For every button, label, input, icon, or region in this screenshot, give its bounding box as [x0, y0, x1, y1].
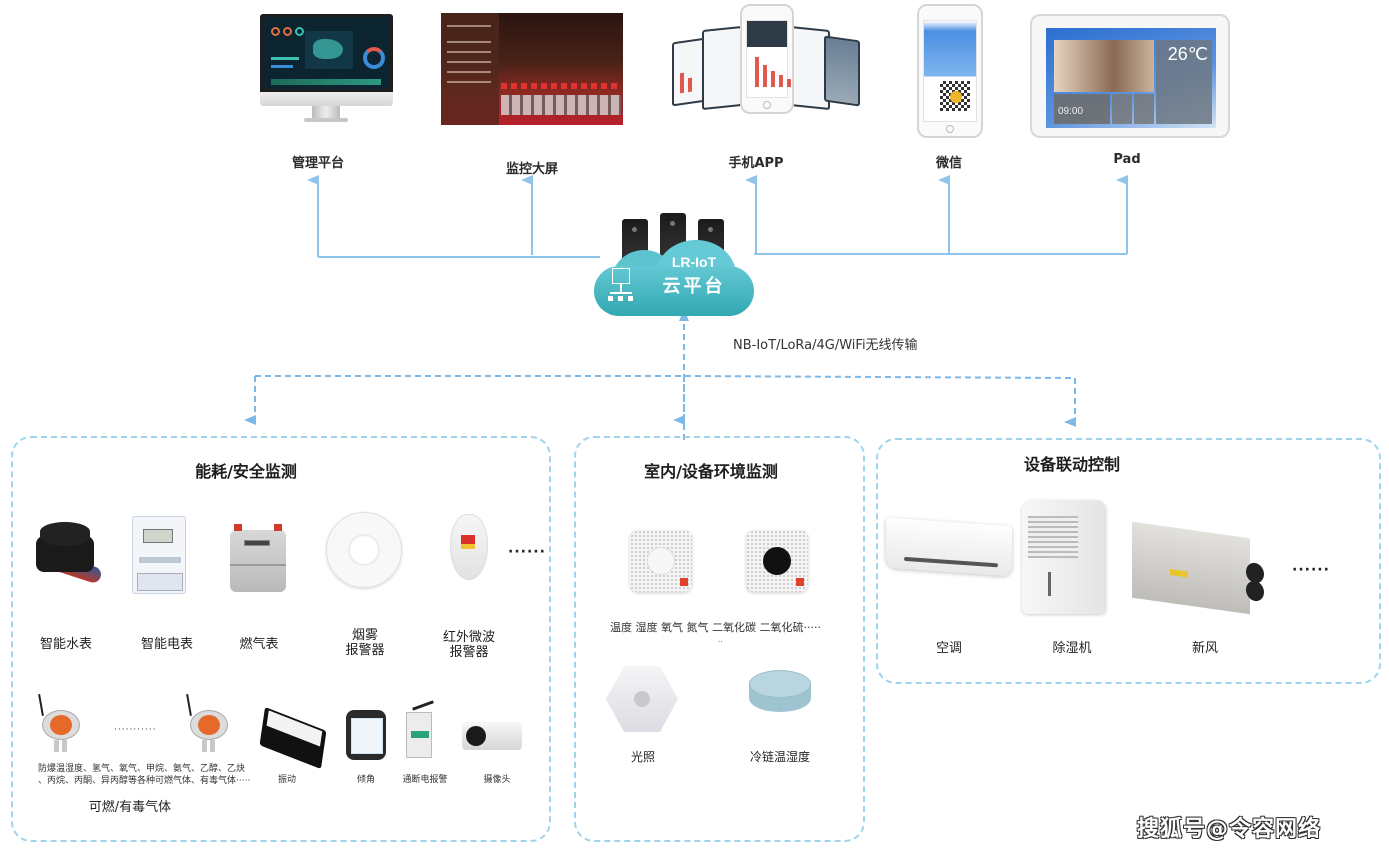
gas-types-note: 防爆温湿度、氢气、氧气、甲烷、氨气、乙醇、乙炔 、丙烷、丙酮、异丙醇等各种可燃气… [38, 763, 250, 787]
weather-panel: 26℃ [1156, 40, 1212, 124]
device-label-water-meter: 智能水表 [39, 637, 93, 652]
solid-connectors-left [307, 175, 600, 258]
infrared-alarm-line1: 红外微波 [442, 630, 496, 645]
section-environment [574, 436, 865, 842]
solid-connectors-right [745, 175, 1128, 255]
cloud-title: LR-IoT [671, 254, 717, 270]
environment-parameters: 温度 湿度 氧气 氮气 二氧化碳 二氧化硫····· [610, 621, 821, 634]
more-devices-ellipsis: ······ [508, 544, 546, 560]
client-label-bigscreen: 监控大屏 [505, 162, 559, 177]
pad-temperature: 26℃ [1167, 44, 1208, 64]
client-label-management: 管理平台 [291, 156, 345, 171]
section-title-control: 设备联动控制 [1023, 455, 1121, 474]
device-label-electric-meter: 智能电表 [140, 637, 194, 652]
infrared-alarm-line2: 报警器 [449, 645, 489, 660]
device-label-air-conditioner: 空调 [935, 641, 963, 656]
device-label-cold-chain: 冷链温湿度 [749, 750, 811, 764]
section-device-control [876, 438, 1381, 684]
qr-code-icon [938, 79, 972, 113]
gas-types-line1: 防爆温湿度、氢气、氧气、甲烷、氨气、乙醇、乙炔 [38, 764, 246, 774]
electric-meter-icon [132, 516, 186, 594]
device-label-tilt: 倾角 [356, 775, 376, 785]
dashed-connectors [244, 309, 1076, 440]
dehumidifier-icon [1022, 500, 1106, 614]
device-label-camera: 摄像头 [483, 775, 511, 785]
gas-meter-icon [230, 524, 286, 592]
tablet-icon: 26℃ 09:00 [1030, 14, 1230, 138]
camera-icon [462, 718, 524, 754]
cold-chain-sensor-icon [749, 670, 811, 718]
desktop-monitor-icon [260, 14, 393, 124]
environment-parameters-tail: ·· [718, 638, 723, 646]
transport-label: NB-IoT/LoRa/4G/WiFi无线传输 [733, 338, 918, 353]
dashboard-screen [260, 14, 393, 92]
client-label-pad: Pad [1113, 152, 1141, 167]
smoke-alarm-line1: 烟雾 [351, 628, 379, 643]
client-label-app: 手机APP [728, 156, 784, 171]
more-control-ellipsis: ······ [1292, 562, 1330, 578]
gas-types-line2: 、丙烷、丙酮、异丙醇等各种可燃气体、有毒气体····· [38, 776, 251, 786]
environment-sensor-icon [630, 530, 692, 592]
wechat-phone-icon [917, 4, 983, 138]
air-conditioner-icon [886, 517, 1012, 577]
device-label-fresh-air: 新风 [1191, 641, 1219, 656]
device-label-dehumidifier: 除湿机 [1052, 641, 1092, 656]
client-label-wechat: 微信 [935, 156, 963, 171]
device-label-vibration: 振动 [277, 775, 297, 785]
section-title-energy: 能耗/安全监测 [195, 462, 297, 481]
section-title-environment: 室内/设备环境监测 [644, 462, 778, 481]
tilt-sensor-icon [346, 710, 386, 760]
network-topology-icon [608, 268, 634, 308]
smoke-detector-icon [326, 512, 402, 588]
device-label-light: 光照 [630, 750, 656, 764]
power-alarm-icon [404, 700, 438, 764]
cloud-platform: LR-IoT 云平台 [594, 240, 754, 316]
device-label-power-alarm: 通断电报警 [402, 775, 448, 785]
section-energy-safety [11, 436, 551, 842]
gas-detector-icon [38, 693, 86, 754]
device-label-infrared-alarm: 红外微波 报警器 [443, 630, 495, 660]
device-label-gas-meter: 燃气表 [239, 637, 279, 652]
large-display-icon [441, 13, 623, 125]
smoke-alarm-line2: 报警器 [345, 643, 385, 658]
environment-sensor-display-icon [746, 530, 808, 592]
mobile-app-icon [668, 4, 868, 114]
infrared-sensor-icon [450, 514, 488, 580]
light-sensor-icon [606, 666, 678, 732]
pad-clock: 09:00 [1054, 94, 1110, 124]
cloud-subtitle: 云平台 [662, 276, 726, 297]
device-label-smoke-alarm: 烟雾 报警器 [345, 628, 384, 658]
watermark: 搜狐号@令容网络 [1137, 817, 1322, 842]
gas-detector-icon [186, 693, 234, 754]
gas-group-title: 可燃/有毒气体 [88, 800, 172, 815]
gas-detector-separator: ··········· [114, 725, 157, 735]
water-meter-icon [36, 522, 104, 586]
